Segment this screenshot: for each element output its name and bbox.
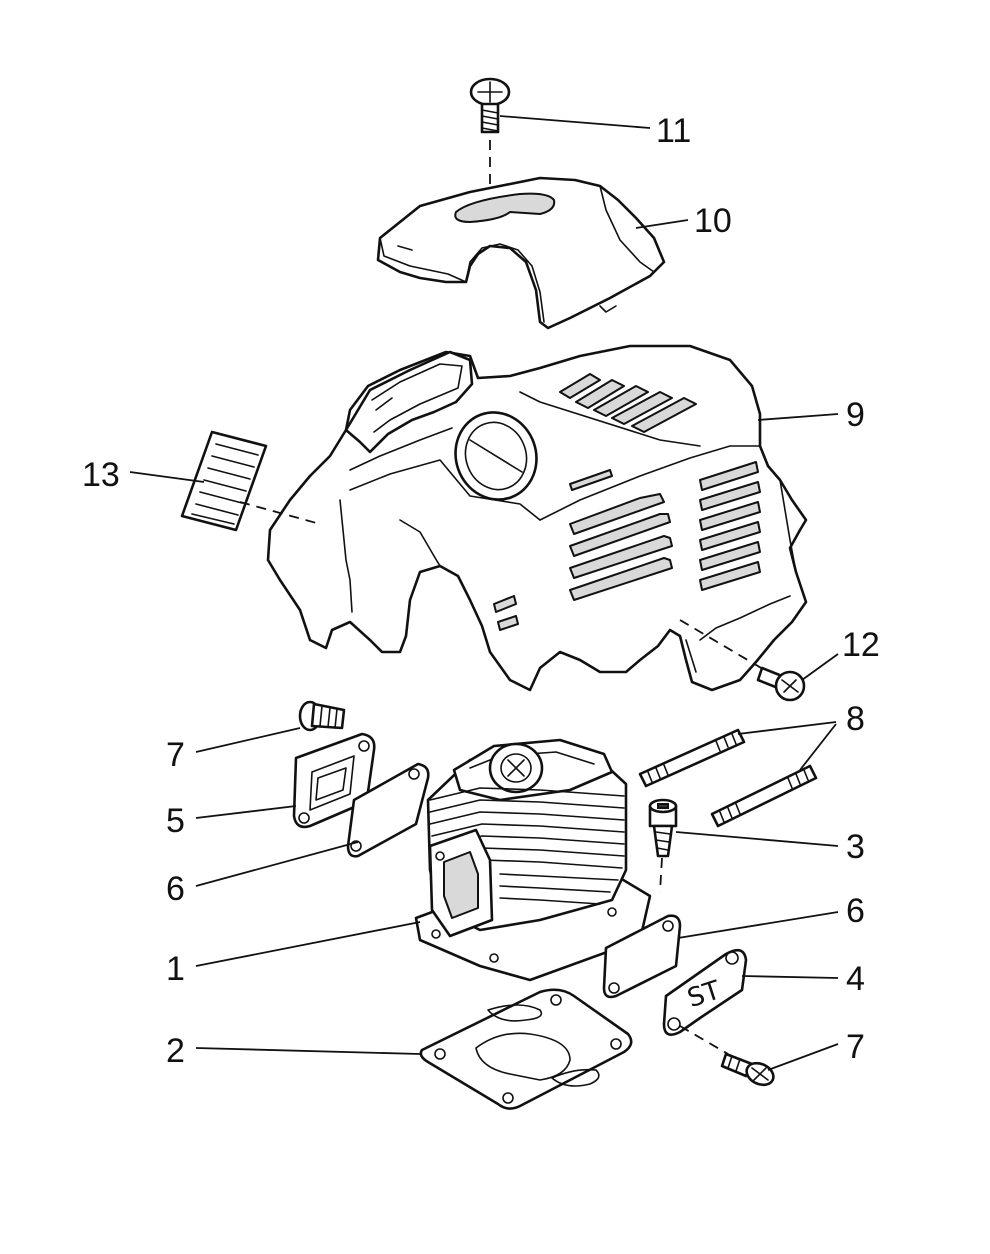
callout-5: 5 (166, 802, 185, 840)
callout-1: 1 (166, 950, 185, 988)
callout-4: 4 (846, 960, 865, 998)
part-11-screw (469, 77, 511, 134)
callout-13: 13 (82, 456, 120, 494)
callout-labels: 11 10 9 13 12 8 7 5 3 6 6 1 4 2 7 (82, 112, 880, 1070)
callout-3: 3 (846, 828, 865, 866)
part-6-gasket-right (602, 914, 682, 999)
callout-7-lower: 7 (846, 1028, 865, 1066)
leader-lines (129, 115, 839, 1071)
callout-9: 9 (846, 396, 865, 434)
callout-8: 8 (846, 700, 865, 738)
callout-10: 10 (694, 202, 732, 240)
part-8-stud-lower (710, 764, 818, 828)
part-1-cylinder (414, 738, 652, 982)
part-9-engine-shroud (266, 344, 808, 692)
side-vent-slots (569, 461, 761, 601)
part-2-base-gasket (419, 988, 633, 1110)
part-4-st-plate: ST (662, 948, 748, 1036)
callout-6-right: 6 (846, 892, 865, 930)
callout-12: 12 (842, 626, 880, 664)
part-7-bolt-lower (720, 1052, 775, 1087)
callout-11: 11 (656, 112, 691, 150)
callout-2: 2 (166, 1032, 185, 1070)
part-7-bolt-upper (298, 700, 346, 732)
part-10-top-cover (376, 176, 666, 330)
part-8-stud-upper (638, 728, 746, 788)
part-6-gasket-left (346, 762, 430, 858)
callout-6-left: 6 (166, 870, 185, 908)
part-13-label-sticker (180, 430, 268, 532)
part-12-bolt (756, 666, 806, 702)
part-3-socket-bolt (648, 798, 678, 858)
callout-7-upper: 7 (166, 736, 185, 774)
